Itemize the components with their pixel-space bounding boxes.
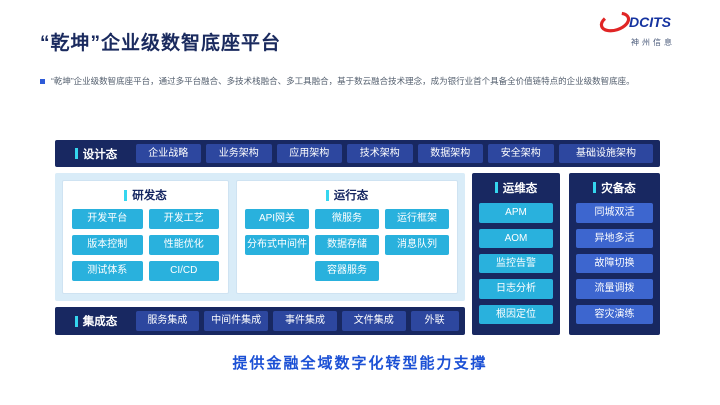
dev-panel: 研发态 开发平台 开发工艺 版本控制 性能优化 测试体系 CI/CD xyxy=(62,180,229,294)
label-tick-icon xyxy=(74,148,78,159)
footer-caption: 提供金融全域数字化转型能力支撑 xyxy=(232,355,488,372)
dev-item: 测试体系 xyxy=(72,261,143,281)
runtime-item: 容器服务 xyxy=(315,261,379,281)
design-row: 设计态 企业战略 业务架构 应用架构 技术架构 数据架构 安全架构 基础设施架构 xyxy=(55,140,660,167)
integration-item: 服务集成 xyxy=(135,311,200,331)
ops-item: 监控告警 xyxy=(479,253,553,274)
integration-item: 外联 xyxy=(410,311,459,331)
intro-text: “乾坤”企业级数智底座平台，通过多平台融合、多技术栈融合、多工具融合，基于数云融… xyxy=(51,76,635,86)
runtime-item: 数据存储 xyxy=(315,235,379,255)
logo-company-text: 神州信息 xyxy=(631,38,675,47)
runtime-panel-grid: API网关 微服务 运行框架 分布式中间件 数据存储 消息队列 容器服务 xyxy=(237,203,457,287)
ops-column-label: 运维态 xyxy=(479,178,553,197)
design-item: 企业战略 xyxy=(135,144,201,163)
dr-item: 异地多活 xyxy=(576,228,653,248)
integration-item: 文件集成 xyxy=(341,311,406,331)
dcits-logo: DCITS 神州信息 xyxy=(598,10,702,48)
runtime-item: 运行框架 xyxy=(385,209,449,229)
bullet-square-icon xyxy=(40,79,45,84)
label-tick-icon xyxy=(325,189,329,201)
label-tick-icon xyxy=(494,182,498,194)
integration-item: 中间件集成 xyxy=(204,311,269,331)
integration-item: 事件集成 xyxy=(273,311,337,331)
intro-line: “乾坤”企业级数智底座平台，通过多平台融合、多技术栈融合、多工具融合，基于数云融… xyxy=(40,76,692,87)
dev-item: 开发工艺 xyxy=(148,209,219,229)
integration-row: 集成态 服务集成 中间件集成 事件集成 文件集成 外联 xyxy=(55,307,465,335)
dr-column: 灾备态 同城双活 异地多活 故障切换 流量调拨 容灾演练 xyxy=(569,173,660,335)
dr-item: 故障切换 xyxy=(576,253,653,274)
runtime-item: API网关 xyxy=(245,209,309,229)
page-title: “乾坤”企业级数智底座平台 xyxy=(40,33,282,54)
dr-item: 容灾演练 xyxy=(576,304,653,324)
runtime-item: 消息队列 xyxy=(385,235,449,255)
dev-panel-label: 研发态 xyxy=(63,187,228,203)
design-item: 数据架构 xyxy=(417,144,483,163)
dev-item: 性能优化 xyxy=(148,235,219,255)
dr-item: 同城双活 xyxy=(576,203,653,223)
design-row-label: 设计态 xyxy=(59,146,133,162)
runtime-item: 分布式中间件 xyxy=(245,235,309,255)
ops-item: 日志分析 xyxy=(479,279,553,299)
runtime-panel-label: 运行态 xyxy=(237,187,457,203)
ops-item: AOM xyxy=(479,228,553,248)
label-tick-icon xyxy=(74,315,78,327)
integration-row-label: 集成态 xyxy=(59,313,133,329)
dev-item: CI/CD xyxy=(148,261,219,281)
runtime-panel: 运行态 API网关 微服务 运行框架 分布式中间件 数据存储 消息队列 容器服务 xyxy=(236,180,458,294)
design-item: 安全架构 xyxy=(488,144,554,163)
label-tick-icon xyxy=(593,182,597,194)
logo-brand-text: DCITS xyxy=(629,14,672,30)
architecture-diagram: 设计态 企业战略 业务架构 应用架构 技术架构 数据架构 安全架构 基础设施架构… xyxy=(55,140,660,336)
dr-item: 流量调拨 xyxy=(576,279,653,299)
logo-swoosh-icon: DCITS xyxy=(599,11,672,33)
dev-item: 版本控制 xyxy=(72,235,143,255)
dev-item: 开发平台 xyxy=(72,209,143,229)
middle-panel: 研发态 开发平台 开发工艺 版本控制 性能优化 测试体系 CI/CD 运行态 A xyxy=(55,173,465,301)
dev-panel-grid: 开发平台 开发工艺 版本控制 性能优化 测试体系 CI/CD xyxy=(63,203,228,287)
design-item: 基础设施架构 xyxy=(558,144,654,163)
ops-item: 根因定位 xyxy=(479,304,553,324)
ops-item: APM xyxy=(479,203,553,223)
design-item: 应用架构 xyxy=(276,144,342,163)
ops-column: 运维态 APM AOM 监控告警 日志分析 根因定位 xyxy=(472,173,560,335)
design-item: 业务架构 xyxy=(206,144,272,163)
design-item: 技术架构 xyxy=(347,144,413,163)
dr-column-label: 灾备态 xyxy=(576,178,653,197)
runtime-item: 微服务 xyxy=(315,209,379,229)
label-tick-icon xyxy=(124,189,128,201)
